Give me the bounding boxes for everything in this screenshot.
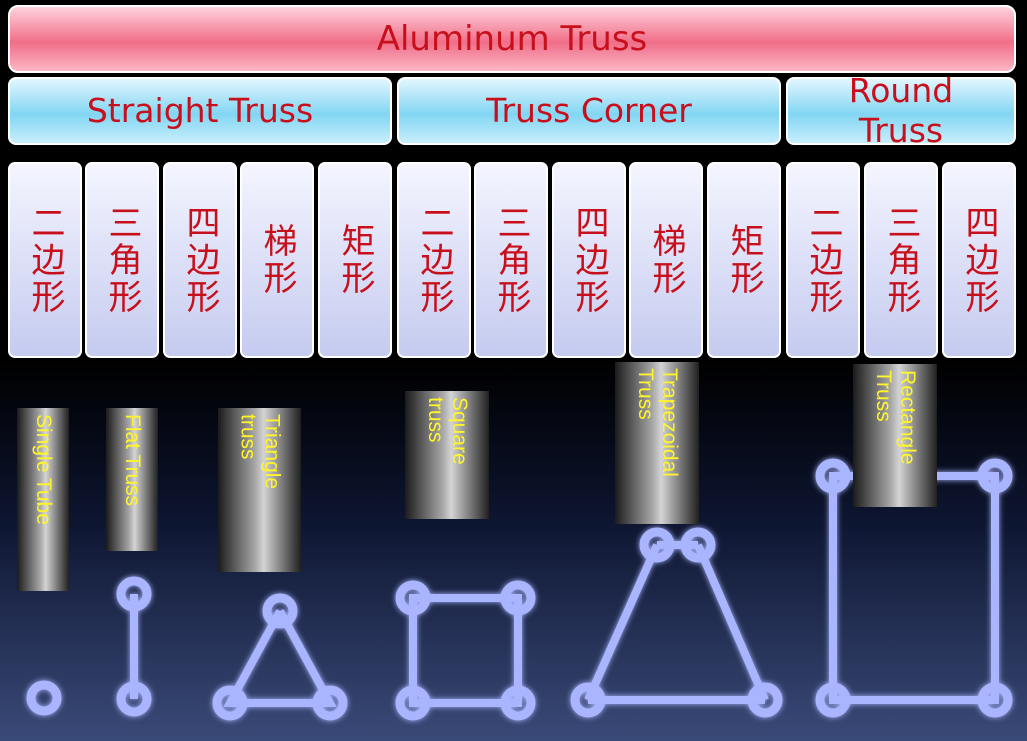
tag-flat-truss: Flat Truss xyxy=(106,408,158,551)
column-label: 二边形 xyxy=(414,204,454,316)
category-label: Straight Truss xyxy=(86,91,314,130)
title-text: Aluminum Truss xyxy=(376,19,648,59)
category-label: Round Truss xyxy=(848,71,954,150)
single-tube-shape xyxy=(26,680,62,716)
tag-label: Square truss xyxy=(424,397,471,465)
column-label: 三角形 xyxy=(491,204,531,316)
column-straight-trapezoid: 梯形 xyxy=(240,162,314,358)
column-label: 二边形 xyxy=(25,204,65,316)
tag-label: Trapezoidal Truss xyxy=(634,368,681,477)
tag-label: Flat Truss xyxy=(121,414,144,507)
category-truss-corner: Truss Corner xyxy=(397,77,781,145)
triangle-truss-shape xyxy=(212,593,348,721)
column-label: 三角形 xyxy=(881,204,921,316)
column-label: 二边形 xyxy=(803,204,843,316)
category-round-truss: Round Truss xyxy=(786,71,1016,150)
tag-label: Triangle truss xyxy=(236,414,284,490)
tag-single-tube: Single Tube xyxy=(17,408,69,591)
column-corner-3: 三角形 xyxy=(474,162,548,358)
column-round-4: 四边形 xyxy=(942,162,1016,358)
tag-label: Rectangle Truss xyxy=(872,370,919,465)
column-label: 梯形 xyxy=(257,223,297,297)
column-corner-2: 二边形 xyxy=(397,162,471,358)
trapezoidal-truss-shape xyxy=(570,527,783,718)
tag-trapezoidal-truss: Trapezoidal Truss xyxy=(615,362,699,524)
tag-triangle-truss: Triangle truss xyxy=(218,408,301,572)
column-label: 四边形 xyxy=(959,204,999,316)
column-label: 四边形 xyxy=(569,204,609,316)
column-straight-rectangle: 矩形 xyxy=(318,162,392,358)
column-label: 三角形 xyxy=(102,204,142,316)
column-straight-3: 三角形 xyxy=(85,162,159,358)
category-straight-truss: Straight Truss xyxy=(8,77,392,145)
square-truss-shape xyxy=(395,580,536,721)
column-label: 梯形 xyxy=(646,223,686,297)
column-straight-4: 四边形 xyxy=(163,162,237,358)
column-corner-rectangle: 矩形 xyxy=(707,162,781,358)
column-label: 四边形 xyxy=(180,204,220,316)
column-round-3: 三角形 xyxy=(864,162,938,358)
category-label: Truss Corner xyxy=(486,91,692,130)
flat-truss-shape xyxy=(116,576,152,717)
tag-square-truss: Square truss xyxy=(405,391,489,519)
column-corner-trapezoid: 梯形 xyxy=(629,162,703,358)
column-label: 矩形 xyxy=(724,223,764,297)
tag-label: Single Tube xyxy=(32,414,55,525)
column-label: 矩形 xyxy=(335,223,375,297)
title-banner: Aluminum Truss xyxy=(8,5,1016,73)
tag-rectangle-truss: Rectangle Truss xyxy=(853,364,937,507)
column-straight-2: 二边形 xyxy=(8,162,82,358)
column-round-2: 二边形 xyxy=(786,162,860,358)
column-corner-4: 四边形 xyxy=(552,162,626,358)
